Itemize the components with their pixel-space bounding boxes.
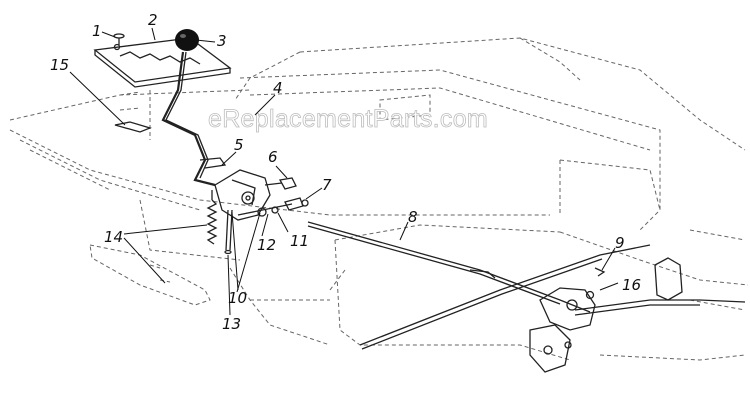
rear-plate	[529, 257, 746, 373]
callout-5: 5	[234, 136, 244, 154]
frame-outline	[9, 37, 749, 361]
callouts: 1 2 3 4 5 6 7 8 9 10 11 12 13 14 15 16	[50, 11, 641, 333]
shift-knob	[175, 29, 199, 51]
callout-9: 9	[615, 234, 625, 252]
callout-6: 6	[268, 148, 278, 166]
callout-3: 3	[217, 32, 227, 50]
callout-12: 12	[257, 236, 276, 254]
shift-plate	[93, 37, 232, 88]
callout-14: 14	[104, 228, 123, 246]
leader-lines	[69, 27, 619, 316]
link-pin	[224, 209, 233, 255]
callout-13: 13	[222, 315, 241, 333]
callout-1: 1	[92, 22, 102, 40]
callout-4: 4	[273, 79, 283, 97]
callout-8: 8	[408, 208, 418, 226]
control-rod	[307, 221, 651, 350]
callout-15: 15	[50, 56, 69, 74]
shift-lever	[119, 51, 227, 187]
callout-16: 16	[622, 276, 641, 294]
lever-bracket	[114, 121, 152, 133]
callout-2: 2	[148, 11, 158, 29]
callout-7: 7	[322, 176, 332, 194]
callout-10: 10	[228, 289, 247, 307]
screw	[113, 33, 125, 45]
watermark: eReplacementParts.com	[208, 105, 488, 133]
callout-11: 11	[290, 232, 309, 250]
pivot-bracket	[214, 169, 309, 221]
spring	[206, 190, 218, 245]
